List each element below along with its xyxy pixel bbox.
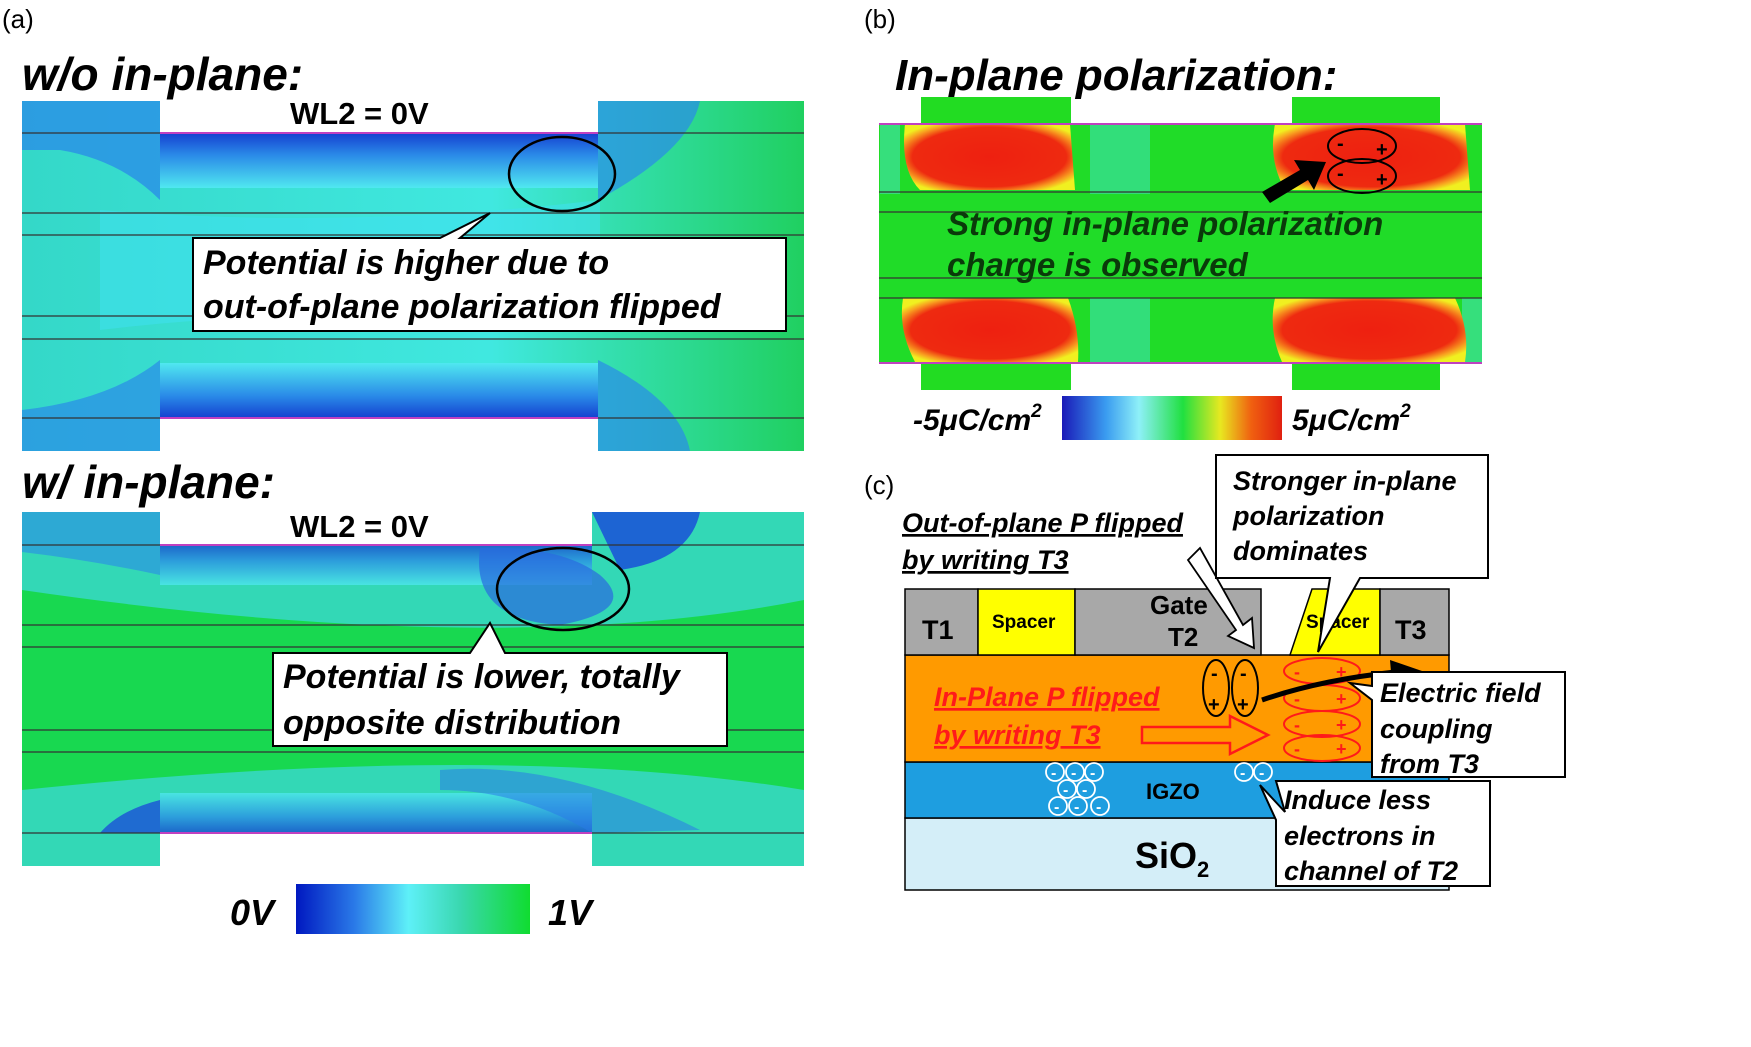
inplane-dipole-charges: - + - + - + - + [1294,662,1347,759]
ip-plus-2: + [1336,689,1347,709]
label-t3: T3 [1395,615,1427,645]
panel-label-b: (b) [864,4,896,34]
inplane-flipped-line2: by writing T3 [934,720,1101,750]
label-t2: T2 [1168,622,1198,652]
callout-top-line2: out-of-plane polarization flipped [203,288,722,326]
ip-plus-1: + [1336,662,1347,682]
dipole-oop-plus-2: + [1237,694,1249,716]
callout-induce [1259,780,1491,887]
e-sign-10: - [1259,765,1264,782]
ip-minus-1: - [1294,662,1300,682]
callout-box-top [192,212,787,332]
heading-inplane-polarization: In-plane polarization: [895,51,1337,100]
callout-stronger-inplane [1215,454,1489,653]
heading-with-inplane: w/ in-plane: [22,456,275,508]
oop-flipped-line2: by writing T3 [902,545,1069,575]
callout-bottom-line1: Potential is lower, totally [283,658,682,696]
e-sign-5: - [1082,782,1087,799]
gate-t3 [1379,588,1450,656]
potential-colorbar: 0V 1V [230,884,595,934]
dipole-ellipse-upper [1327,128,1397,164]
label-gate: Gate [1150,590,1208,620]
callout-box-bottom [272,621,728,747]
wl2-label-top: WL2 = 0V [290,96,429,131]
ip-minus-2: - [1294,689,1300,709]
dipole-oop-minus-1: - [1211,663,1218,685]
spacer-left [977,588,1076,656]
label-igzo: IGZO [1146,779,1200,804]
label-t1: T1 [922,615,954,645]
induce-line2: electrons in [1284,821,1436,851]
dipole-minus-1: - [1337,133,1344,155]
colorbar-max-label: 1V [548,892,595,933]
dipole-plus-2: + [1376,169,1388,191]
induce-line1: Induce less [1284,785,1431,815]
inplane-red-arrow [1140,713,1271,757]
highlight-circle-bottom [495,546,631,632]
colorbar-min-label: 0V [230,892,277,933]
efield-line1: Electric field [1380,678,1541,708]
ip-plus-3: + [1336,715,1347,735]
e-sign-9: - [1240,765,1245,782]
label-sio2: SiO2 [1135,835,1209,882]
callout-efield [1346,671,1566,778]
callout-top-line1: Potential is higher due to [203,244,609,282]
dipole-oop-minus-2: - [1240,663,1247,685]
wl2-label-bottom: WL2 = 0V [290,509,429,544]
inplane-flipped-line1: In-Plane P flipped [934,682,1160,712]
annotation-line2: charge is observed [947,246,1249,283]
potential-map-with-inplane: w/ in-plane: WL2 = 0V Potential is lower… [22,456,804,866]
stronger-line3: dominates [1233,536,1368,566]
e-sign-2: - [1071,765,1076,782]
polarization-colorbar-max: 5μC/cm2 [1292,401,1411,437]
polarization-map: - + - + Strong in-plane polarization cha… [879,97,1482,390]
oop-flipped-line1: Out-of-plane P flipped [902,508,1183,538]
ip-minus-4: - [1294,739,1300,759]
heading-without-inplane: w/o in-plane: [22,48,303,100]
dipole-ellipse-lower [1327,158,1397,194]
e-sign-7: - [1074,799,1079,816]
dipole-oop-plus-1: + [1208,694,1220,716]
callout-bottom-line2: opposite distribution [283,704,621,742]
efield-line3: from T3 [1380,749,1479,779]
highlight-circle-top [507,135,617,213]
stronger-line2: polarization [1232,501,1385,531]
e-sign-8: - [1096,799,1101,816]
panel-label-c: (c) [864,470,894,500]
e-sign-4: - [1063,782,1068,799]
potential-map-without-inplane: w/o in-plane: WL2 = 0V Potential is high… [22,48,804,451]
pointer-arrow [1262,160,1326,203]
panel-label-a: (a) [2,4,34,34]
label-spacer-left: Spacer [992,612,1056,633]
polarization-colorbar-min: -5μC/cm2 [913,401,1042,437]
induce-line3: channel of T2 [1284,856,1458,886]
dipole-minus-2: - [1337,163,1344,185]
annotation-line1: Strong in-plane polarization [947,205,1383,242]
e-sign-3: - [1090,765,1095,782]
electrons-left [1045,762,1273,816]
oop-hollow-arrow [1186,546,1255,650]
dipole-plus-1: + [1376,139,1388,161]
e-sign-1: - [1051,765,1056,782]
efield-line2: coupling [1380,714,1493,744]
polarization-colorbar: -5μC/cm2 5μC/cm2 [913,396,1411,440]
ip-minus-3: - [1294,715,1300,735]
e-sign-6: - [1054,799,1059,816]
stronger-line1: Stronger in-plane [1233,466,1457,496]
ip-plus-4: + [1336,739,1347,759]
electron-signs: - - - - - - - - - - [1051,765,1264,816]
